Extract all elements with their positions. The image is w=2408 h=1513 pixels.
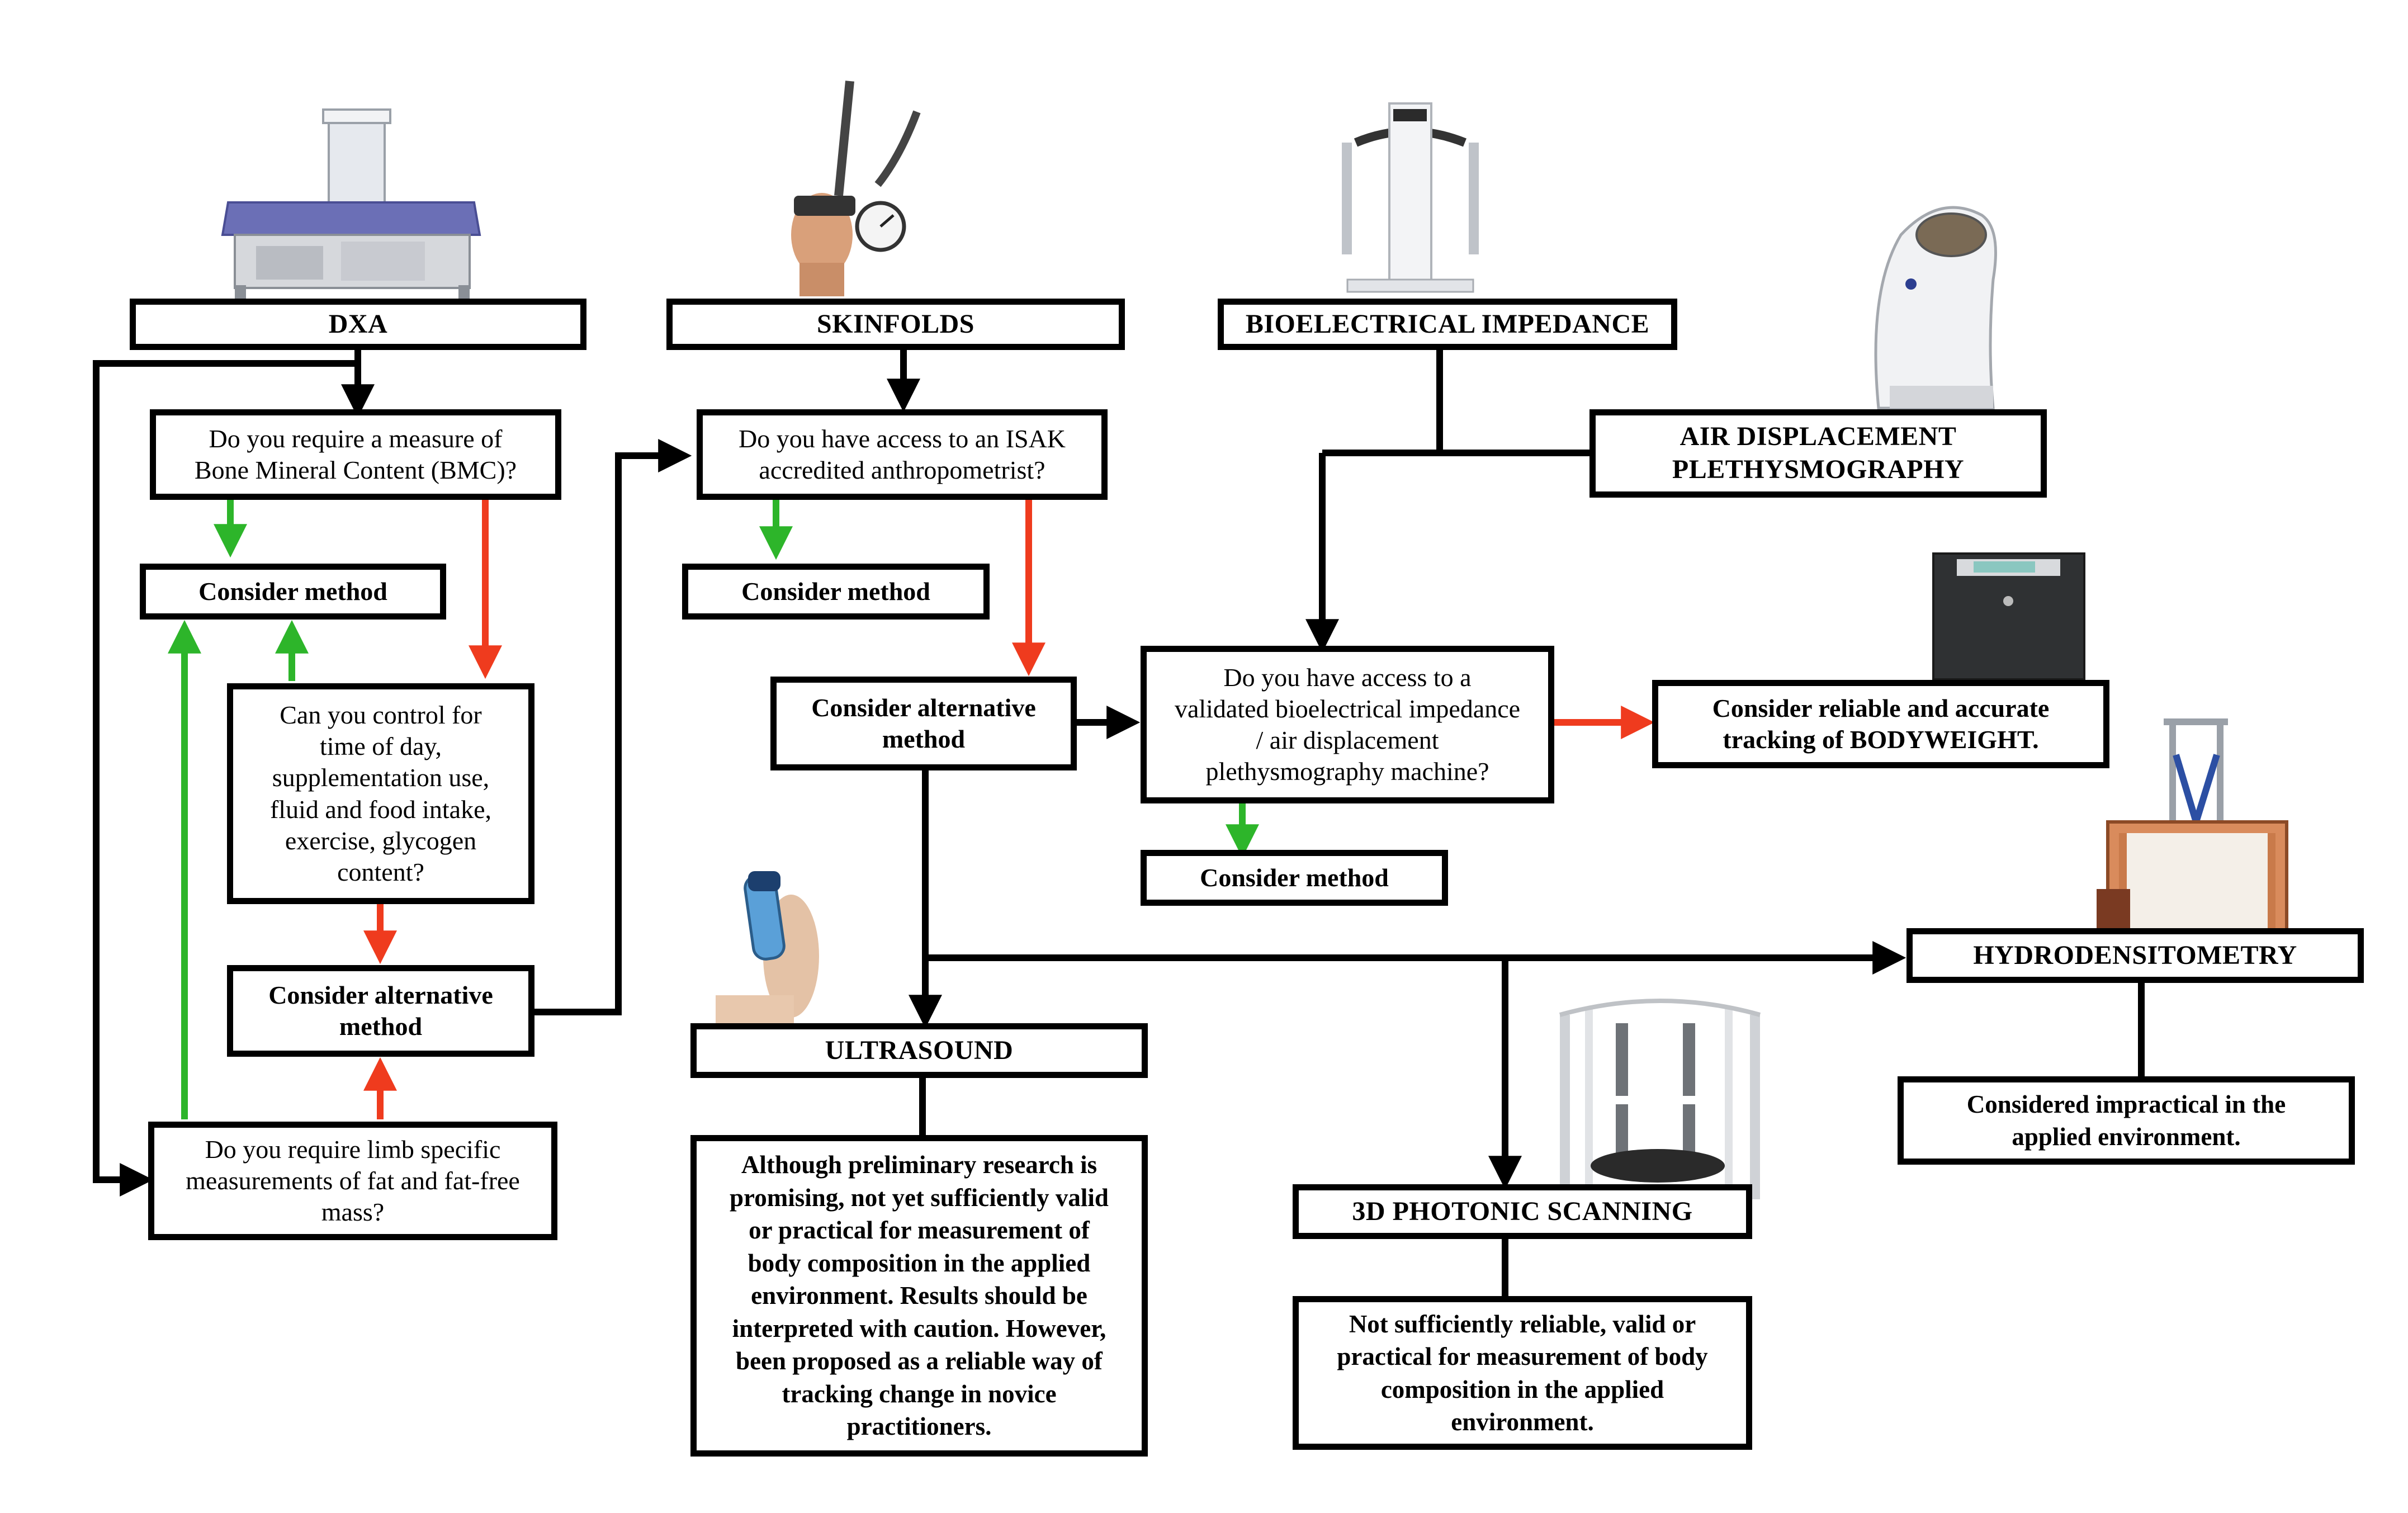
- method-3d-photonic-scanning: 3D PHOTONIC SCANNING: [1293, 1184, 1752, 1239]
- outcome-consider-dxa-text: Consider method: [198, 576, 387, 606]
- ultrasound-probe-icon: [716, 871, 819, 1029]
- method-air-displacement: AIR DISPLACEMENT PLETHYSMOGRAPHY: [1589, 409, 2047, 498]
- method-skinfolds-label: SKINFOLDS: [817, 309, 974, 339]
- note-3d-photonic-scanning: Not sufficiently reliable, valid or prac…: [1293, 1296, 1752, 1450]
- method-hydrodensitometry: HYDRODENSITOMETRY: [1906, 928, 2364, 983]
- bodyweight-scale-icon: [1932, 552, 2085, 680]
- question-control-text: Can you control for time of day, supplem…: [269, 701, 491, 886]
- note-hydrodensitometry: Considered impractical in the applied en…: [1898, 1076, 2355, 1165]
- question-isak-text: Do you have access to an ISAK accredited…: [738, 424, 1066, 484]
- question-bmc-text: Do you require a measure of Bone Mineral…: [194, 424, 517, 484]
- outcome-alt-skin-text: Consider alternative method: [811, 693, 1036, 753]
- arrow-alt-to-isak: [533, 439, 692, 1015]
- method-photonic-label: 3D PHOTONIC SCANNING: [1352, 1196, 1693, 1226]
- question-limb-text: Do you require limb specific measurement…: [186, 1134, 520, 1227]
- method-dxa-label: DXA: [328, 309, 388, 339]
- outcome-consider-method-dxa: Consider method: [140, 564, 446, 620]
- hydrodensitometry-tank-icon: [2097, 718, 2288, 938]
- outcome-alternative-method-dxa: Consider alternative method: [227, 965, 534, 1057]
- dxa-scanner-icon: [221, 108, 481, 299]
- method-ultrasound: ULTRASOUND: [690, 1023, 1148, 1078]
- bioimpedance-scale-icon: [1342, 102, 1479, 293]
- note-ultrasound: Although preliminary research is promisi…: [690, 1135, 1148, 1457]
- outcome-track-bodyweight: Consider reliable and accurate tracking …: [1652, 680, 2109, 768]
- outcome-consider-method-skinfolds: Consider method: [682, 564, 990, 620]
- air-displacement-pod-icon: [1874, 206, 1997, 410]
- question-limb-specific: Do you require limb specific measurement…: [148, 1122, 557, 1240]
- question-bmc: Do you require a measure of Bone Mineral…: [150, 409, 561, 500]
- question-validated-machine: Do you have access to a validated bioele…: [1141, 646, 1554, 803]
- outcome-consider-bia-text: Consider method: [1200, 863, 1389, 892]
- method-bioelectrical-impedance: BIOELECTRICAL IMPEDANCE: [1218, 299, 1677, 350]
- 3d-body-scanner-icon: [1559, 999, 1761, 1199]
- outcome-alternative-method-skinfolds: Consider alternative method: [770, 677, 1077, 770]
- method-dxa: DXA: [130, 299, 586, 350]
- note-hydro-text: Considered impractical in the applied en…: [1966, 1090, 2286, 1151]
- outcome-consider-skin-text: Consider method: [741, 576, 930, 606]
- method-ultrasound-label: ULTRASOUND: [825, 1035, 1014, 1065]
- note-photonic-text: Not sufficiently reliable, valid or prac…: [1337, 1309, 1708, 1436]
- question-machine-text: Do you have access to a validated bioele…: [1174, 663, 1521, 786]
- method-bia-label: BIOELECTRICAL IMPEDANCE: [1245, 309, 1650, 339]
- outcome-alt-dxa-text: Consider alternative method: [268, 980, 493, 1041]
- question-control-factors: Can you control for time of day, supplem…: [227, 683, 534, 904]
- outcome-consider-method-bia: Consider method: [1141, 850, 1448, 906]
- outcome-bodyweight-text: Consider reliable and accurate tracking …: [1712, 693, 2050, 754]
- question-isak-anthropometrist: Do you have access to an ISAK accredited…: [697, 409, 1108, 500]
- method-skinfolds: SKINFOLDS: [666, 299, 1125, 350]
- method-hydro-label: HYDRODENSITOMETRY: [1973, 940, 2297, 970]
- skinfold-caliper-icon: [791, 81, 921, 296]
- loop-line-dxa-to-limb: [93, 360, 358, 1197]
- note-ultrasound-text: Although preliminary research is promisi…: [730, 1151, 1109, 1441]
- method-adp-label: AIR DISPLACEMENT PLETHYSMOGRAPHY: [1672, 422, 1965, 484]
